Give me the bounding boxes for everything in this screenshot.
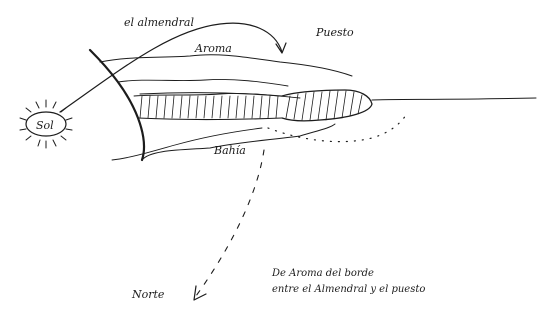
beach-band-bottom: [138, 118, 282, 120]
beach-hatching: [140, 96, 278, 118]
cliff-line: [90, 50, 144, 160]
puesto-headland: [282, 90, 372, 121]
bahia-label: Bahía: [213, 144, 246, 157]
puesto-label: Puesto: [315, 26, 354, 39]
ridge-middle-line: [118, 79, 288, 86]
sun-path-arc: [60, 23, 282, 112]
caption-line-2: entre el Almendral y el puesto: [272, 284, 425, 295]
aroma-label: Aroma: [194, 42, 232, 55]
north-label: Norte: [131, 288, 165, 301]
almendral-label: el almendral: [124, 16, 194, 29]
sun-label: Sol: [36, 119, 54, 132]
sea-horizon-line: [372, 98, 536, 100]
north-arrowhead-icon: [194, 286, 206, 300]
ridge-top-line: [100, 55, 352, 76]
caption-line-1: De Aroma del borde: [271, 268, 374, 279]
north-arrow-line: [196, 150, 264, 296]
